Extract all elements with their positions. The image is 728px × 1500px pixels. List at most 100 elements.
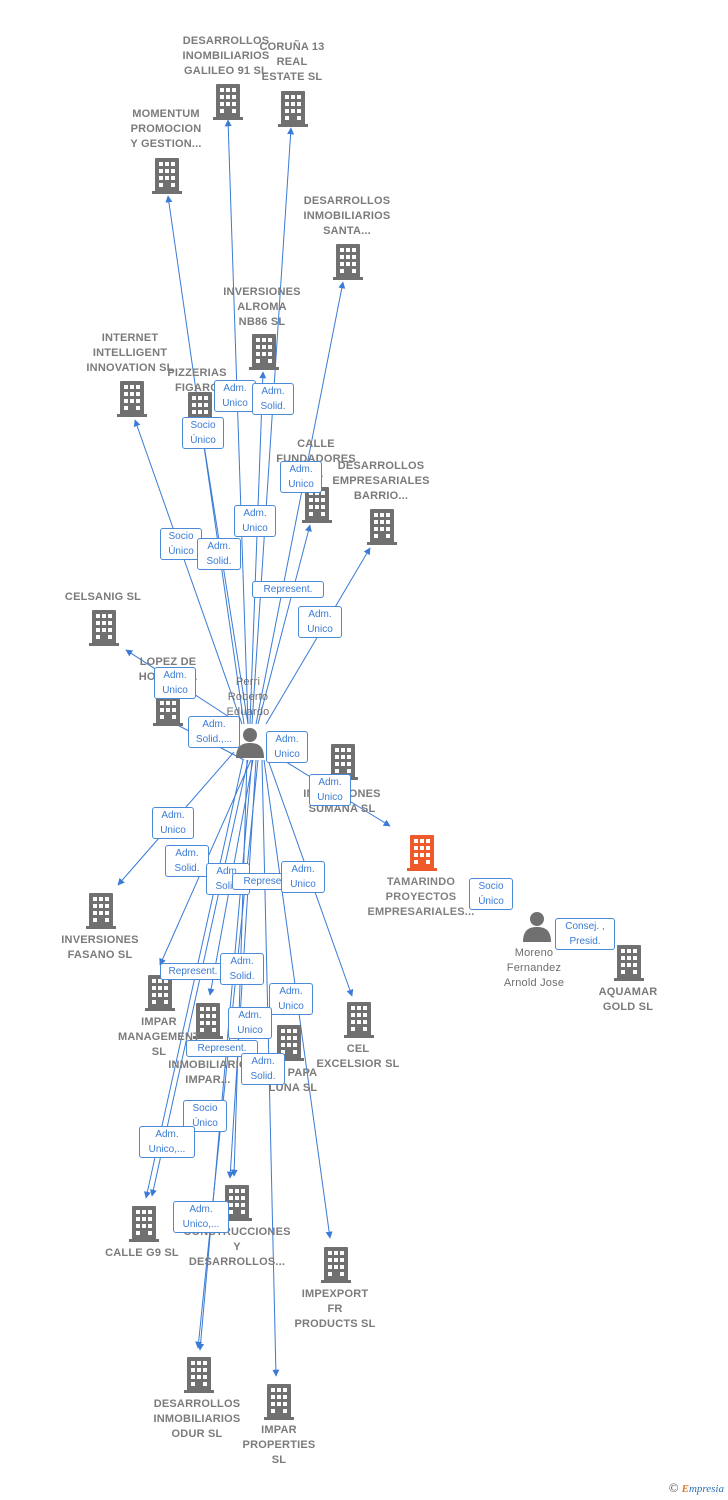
node-label-line: IMPAR: [261, 1424, 297, 1436]
building-icon-calle_g9[interactable]: [129, 1206, 159, 1242]
relation-label[interactable]: Adm. Unico: [269, 983, 313, 1015]
relation-label[interactable]: Adm.Unico: [298, 606, 342, 638]
node-label-line: SANTA...: [323, 225, 371, 237]
relation-label-line: Presid.: [569, 936, 601, 947]
relation-label[interactable]: Adm.Unico: [280, 461, 322, 493]
relation-label[interactable]: Adm.Unico: [281, 861, 325, 893]
relation-label[interactable]: Adm.Solid.: [165, 845, 209, 877]
relation-label-line: Solid.: [215, 881, 241, 892]
building-icon-coruna[interactable]: [278, 91, 308, 127]
relation-label-line: Represent.: [168, 966, 218, 977]
node-label-line: Y GESTION...: [130, 138, 202, 150]
building-icon-impar_mgmt[interactable]: [145, 975, 175, 1011]
building-icon-celsanig[interactable]: [89, 610, 119, 646]
node-label-line: ODUR SL: [171, 1428, 223, 1440]
relation-label-line: Adm.: [238, 1010, 262, 1021]
building-icon-impexport[interactable]: [321, 1247, 351, 1283]
relation-label[interactable]: Adm.Unico: [154, 667, 196, 699]
relation-label-line: Único: [168, 546, 194, 557]
node-label-line: DESARROLLOS...: [188, 1256, 286, 1268]
building-icon-fasano[interactable]: [86, 893, 116, 929]
building-icon-santa[interactable]: [333, 244, 363, 280]
relation-label-line: Único: [478, 896, 504, 907]
building-icon-alroma[interactable]: [249, 334, 279, 370]
relation-label[interactable]: Adm.Unico,...: [139, 1126, 195, 1158]
relation-label-line: Represent.: [243, 876, 293, 887]
node-label-line: Arnold Jose: [503, 977, 565, 989]
relation-label-line: Adm.: [275, 734, 299, 745]
node-label-line: LUNA SL: [268, 1082, 318, 1094]
relation-label[interactable]: Adm.Unico: [214, 380, 256, 412]
building-icon-barrio[interactable]: [367, 509, 397, 545]
node-label-line: MANAGEMENT: [117, 1031, 201, 1043]
edge-3: [255, 281, 346, 725]
building-icon-tamarindo[interactable]: [407, 835, 437, 871]
relation-label[interactable]: Adm.Unico: [152, 807, 194, 839]
relation-label[interactable]: Adm.Solid.: [252, 383, 294, 415]
relation-label-line: Socio: [190, 420, 216, 431]
relation-label[interactable]: Adm.Unico: [266, 731, 308, 763]
relation-label[interactable]: Adm.Unico: [309, 774, 351, 806]
node-label-line: CELSANIG SL: [64, 591, 142, 603]
node-label-line: CORUÑA 13: [259, 41, 325, 53]
node-label-calle_g9[interactable]: CALLE G9 SL: [62, 1246, 222, 1261]
relation-label-line: Adm.: [318, 777, 342, 788]
relation-label-line: Unico: [307, 624, 333, 635]
relation-label[interactable]: Represent.: [186, 1040, 258, 1057]
relation-label[interactable]: Represent.: [160, 963, 226, 980]
node-label-line: PIZZERIAS: [167, 367, 227, 379]
relation-label[interactable]: Adm.Unico: [234, 505, 276, 537]
person-icon-perri[interactable]: [236, 728, 264, 758]
node-label-line: PRODUCTS SL: [294, 1318, 376, 1330]
node-label-celsanig[interactable]: CELSANIG SL: [23, 590, 183, 605]
node-label-line: LOPEZ DE: [139, 656, 197, 668]
relation-label[interactable]: Adm.Unico: [228, 1007, 272, 1039]
building-icon-odur[interactable]: [184, 1357, 214, 1393]
relation-label-line: Adm.: [161, 810, 185, 821]
relation-label[interactable]: Represent.: [252, 581, 324, 598]
empresia-logo[interactable]: ©Empresia: [669, 1480, 724, 1496]
person-icon-moreno[interactable]: [523, 912, 551, 942]
relation-label-line: Unico: [278, 1001, 304, 1012]
relation-label-line: Adm.: [207, 541, 231, 552]
relation-label[interactable]: Adm.Solid.,...: [188, 716, 240, 748]
building-icon-momentum[interactable]: [152, 158, 182, 194]
node-label-line: PROYECTOS: [385, 891, 457, 903]
building-icon-cel[interactable]: [344, 1002, 374, 1038]
node-label-line: CALLE: [297, 438, 335, 450]
relation-label[interactable]: Adm.Solid.: [197, 538, 241, 570]
relation-label-line: Adm.: [279, 986, 303, 997]
building-icon-aquamar[interactable]: [614, 945, 644, 981]
relation-label[interactable]: Adm.Unico,...: [173, 1201, 229, 1233]
relation-label-line: Consej. ,: [565, 921, 605, 932]
relation-label[interactable]: Adm.Solid.: [241, 1053, 285, 1085]
relation-label-line: Adm.: [223, 383, 247, 394]
relation-label-line: Socio: [192, 1103, 218, 1114]
relation-label[interactable]: Consej. , Presid.: [555, 918, 615, 950]
edge-0: [224, 119, 249, 725]
relation-label-line: Solid.: [174, 863, 200, 874]
relation-label[interactable]: Adm.Solid.: [220, 953, 264, 985]
